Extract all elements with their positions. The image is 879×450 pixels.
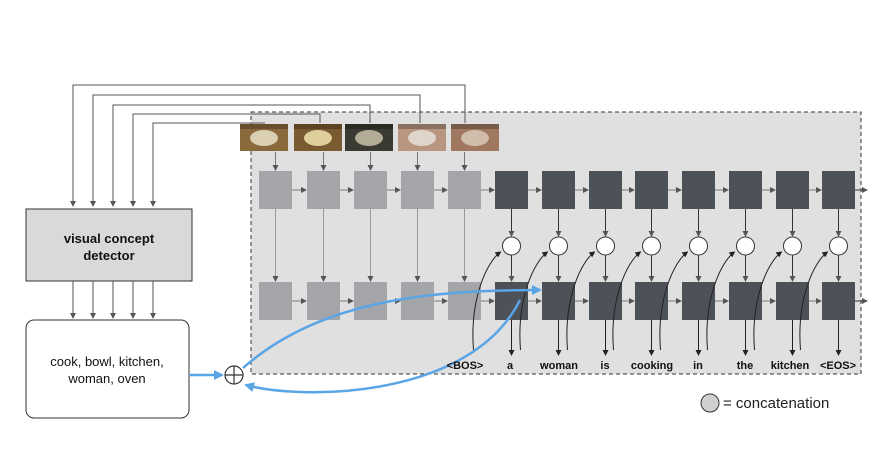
decoder-top-cell — [729, 171, 762, 209]
encoder-bottom-cell — [259, 282, 292, 320]
caption-word: in — [693, 360, 703, 372]
frame-to-detector-lines — [70, 84, 466, 207]
concat-node — [502, 236, 521, 256]
detector-to-concepts-arrows — [70, 281, 156, 319]
encoder-bottom-cell — [448, 282, 481, 320]
visual-concept-detector — [25, 208, 193, 282]
detector-label-line1: visual concept — [64, 231, 155, 246]
encoder-top-cell — [448, 171, 481, 209]
decoder-top-cell — [542, 171, 575, 209]
legend: = concatenation — [700, 393, 829, 413]
detector-label-line2: detector — [83, 248, 134, 263]
decoder-top-cell — [776, 171, 809, 209]
caption-word: cooking — [631, 360, 673, 372]
encoder-bottom-cell — [307, 282, 340, 320]
caption-word: <EOS> — [820, 360, 856, 372]
encoder-top-cell — [259, 171, 292, 209]
decoder-top-cell — [682, 171, 715, 209]
sum-operator — [224, 365, 244, 385]
frame-bowl-2 — [294, 124, 342, 151]
encoder-top-cell — [307, 171, 340, 209]
concat-node — [783, 236, 802, 256]
decoder-bottom-cell — [776, 282, 809, 320]
caption-words: <BOS> a woman is cooking in the kitchen <EOS> — [447, 360, 856, 372]
encoder-bottom-cell — [354, 282, 387, 320]
concepts-line1: cook, bowl, kitchen, — [50, 354, 163, 369]
encoder-top-cell — [354, 171, 387, 209]
decoder-bottom-cell — [589, 282, 622, 320]
frame-hands-cutting — [398, 124, 446, 151]
caption-word: is — [600, 360, 609, 372]
concat-node — [736, 236, 755, 256]
caption-word: the — [737, 360, 754, 372]
decoder-top-cell — [635, 171, 668, 209]
concat-legend-icon — [700, 393, 720, 413]
frame-hands-plate — [451, 124, 499, 151]
caption-word: a — [507, 360, 514, 372]
decoder-top-cell — [822, 171, 855, 209]
concepts-box — [25, 319, 190, 419]
concept-feedback-curves — [242, 285, 542, 394]
concat-node — [549, 236, 568, 256]
caption-word: <BOS> — [447, 360, 484, 372]
video-frames — [240, 124, 499, 151]
concat-node — [829, 236, 848, 256]
encoder-bottom-cell — [401, 282, 434, 320]
caption-word: kitchen — [771, 360, 810, 372]
concepts-line2: woman, oven — [67, 371, 145, 386]
frame-kitchen-people — [345, 124, 393, 151]
encoder-top-cell — [401, 171, 434, 209]
legend-text: = concatenation — [723, 395, 829, 412]
concat-node — [642, 236, 661, 256]
decoder-top-cell — [589, 171, 622, 209]
decoder-bottom-cell — [682, 282, 715, 320]
lstm-network — [259, 152, 868, 356]
concat-node — [689, 236, 708, 256]
decoder-bottom-cell — [822, 282, 855, 320]
decoder-top-cell — [495, 171, 528, 209]
decoder-bottom-cell — [542, 282, 575, 320]
decoder-bottom-cell — [635, 282, 668, 320]
concat-node — [596, 236, 615, 256]
decoder-bottom-cell — [729, 282, 762, 320]
frame-bowl-1 — [240, 124, 288, 151]
caption-word: woman — [539, 360, 578, 372]
